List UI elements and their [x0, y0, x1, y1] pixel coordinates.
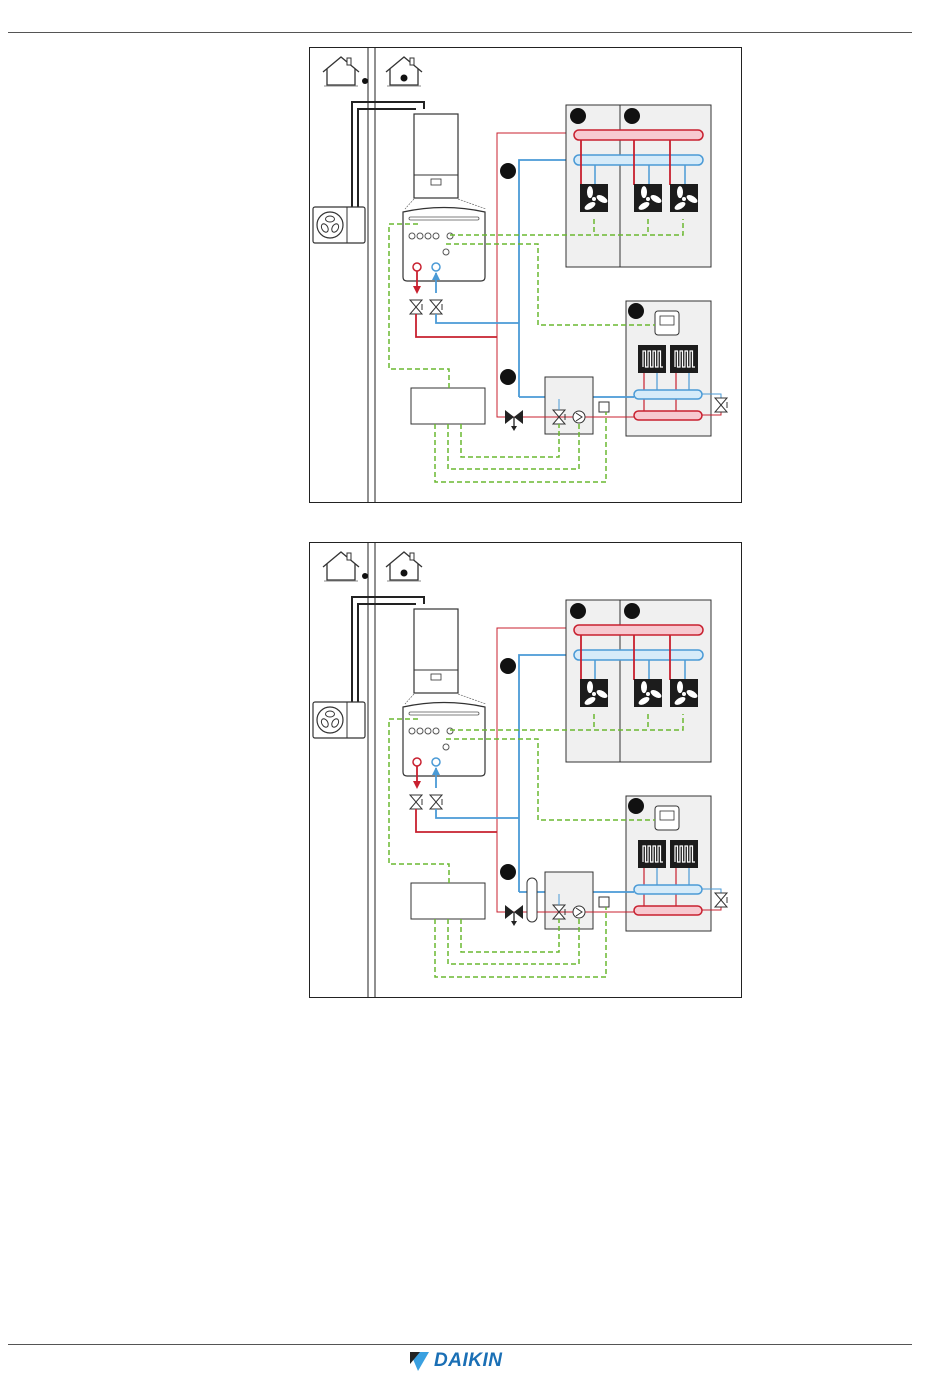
header-rule: [8, 32, 912, 33]
zone-marker-ufh: [628, 798, 644, 814]
terminal-icon: [443, 249, 449, 255]
fan-coil-unit-2: [634, 679, 663, 707]
ufh-supply-manifold: [634, 906, 702, 915]
terminal-plus-icon: [447, 233, 453, 239]
fan-blade-icon: [641, 186, 647, 198]
daikin-logo: DAIKIN: [408, 1348, 518, 1374]
terminal-icon: [409, 233, 415, 239]
footer-rule: [8, 1344, 912, 1345]
supply-manifold-top: [574, 625, 703, 635]
return-manifold-top: [574, 155, 703, 165]
terminal-icon: [417, 233, 423, 239]
control-box: [411, 388, 485, 424]
zone-marker-fan: [500, 163, 516, 179]
daikin-logo-mark-icon: [408, 1350, 430, 1372]
ufh-return-manifold: [634, 885, 702, 894]
ufh-body: [638, 345, 666, 373]
zone-marker-a: [570, 108, 586, 124]
zone-marker-fan: [500, 658, 516, 674]
fan-hub-icon: [646, 692, 650, 696]
ufh-return-manifold: [634, 390, 702, 399]
schematic-diagram-1: [309, 47, 742, 503]
fan-hub-icon: [592, 692, 596, 696]
house-chimney: [410, 553, 414, 560]
ufh-coil-icon: [675, 846, 695, 862]
indoor-unit-body: [414, 609, 458, 693]
terminal-icon: [417, 728, 423, 734]
room-thermostat: [655, 311, 679, 335]
zone-marker-mixing: [500, 864, 516, 880]
temperature-sensor-icon: [599, 402, 609, 412]
terminal-icon: [425, 233, 431, 239]
fan-coil-unit-3: [670, 679, 699, 707]
house-dot: [362, 573, 368, 579]
fan-hub-icon: [646, 197, 650, 201]
ufh-loop-1: [638, 840, 666, 868]
fan-coil-unit-1: [580, 184, 609, 212]
mixing-station-box: [545, 872, 593, 929]
terminal-plus-icon: [447, 728, 453, 734]
supply-port-icon: [413, 758, 421, 766]
ufh-loop-1: [638, 345, 666, 373]
ufh-body: [670, 840, 698, 868]
terminal-icon: [433, 233, 439, 239]
fan-coil-unit-2: [634, 184, 663, 212]
fan-blade-icon: [677, 681, 683, 693]
fan-hub-icon: [592, 197, 596, 201]
house-chimney: [410, 58, 414, 65]
zone-marker-a: [570, 603, 586, 619]
ufh-coil-icon: [675, 351, 695, 367]
ufh-coil-icon: [643, 846, 663, 862]
supply-port-icon: [413, 263, 421, 271]
supply-manifold-top: [574, 130, 703, 140]
outdoor-unit: [313, 207, 365, 243]
ufh-supply-manifold: [634, 411, 702, 420]
fan-blade-icon: [641, 681, 647, 693]
ufh-loop-2: [670, 345, 698, 373]
fan-hub-icon: [682, 197, 686, 201]
fan-hub-icon: [682, 692, 686, 696]
ufh-body: [670, 345, 698, 373]
room-thermostat: [655, 806, 679, 830]
circulation-pump-icon: [573, 411, 585, 423]
ufh-coil-icon: [643, 351, 663, 367]
zone-marker-b: [624, 108, 640, 124]
mixing-station-box: [545, 377, 593, 434]
zone-marker-mixing: [500, 369, 516, 385]
house-dot: [362, 78, 368, 84]
buffer-tank: [527, 878, 537, 922]
ufh-loop-2: [670, 840, 698, 868]
fan-blade-icon: [587, 681, 593, 693]
house-dot: [401, 570, 408, 577]
terminal-icon: [433, 728, 439, 734]
zone-marker-b: [624, 603, 640, 619]
daikin-logo-text: DAIKIN: [434, 1350, 502, 1372]
return-manifold-top: [574, 650, 703, 660]
zone-marker-ufh: [628, 303, 644, 319]
house-chimney: [347, 58, 351, 65]
terminal-icon: [409, 728, 415, 734]
fan-blade-icon: [587, 186, 593, 198]
return-port-icon: [432, 263, 440, 271]
terminal-icon: [425, 728, 431, 734]
return-port-icon: [432, 758, 440, 766]
control-box: [411, 883, 485, 919]
temperature-sensor-icon: [599, 897, 609, 907]
house-chimney: [347, 553, 351, 560]
fan-coil-unit-1: [580, 679, 609, 707]
fan-blade-icon: [677, 186, 683, 198]
fan-coil-unit-3: [670, 184, 699, 212]
circulation-pump-icon: [573, 906, 585, 918]
outdoor-unit: [313, 702, 365, 738]
terminal-icon: [443, 744, 449, 750]
schematic-diagram-2: [309, 542, 742, 998]
house-dot: [401, 75, 408, 82]
ufh-body: [638, 840, 666, 868]
